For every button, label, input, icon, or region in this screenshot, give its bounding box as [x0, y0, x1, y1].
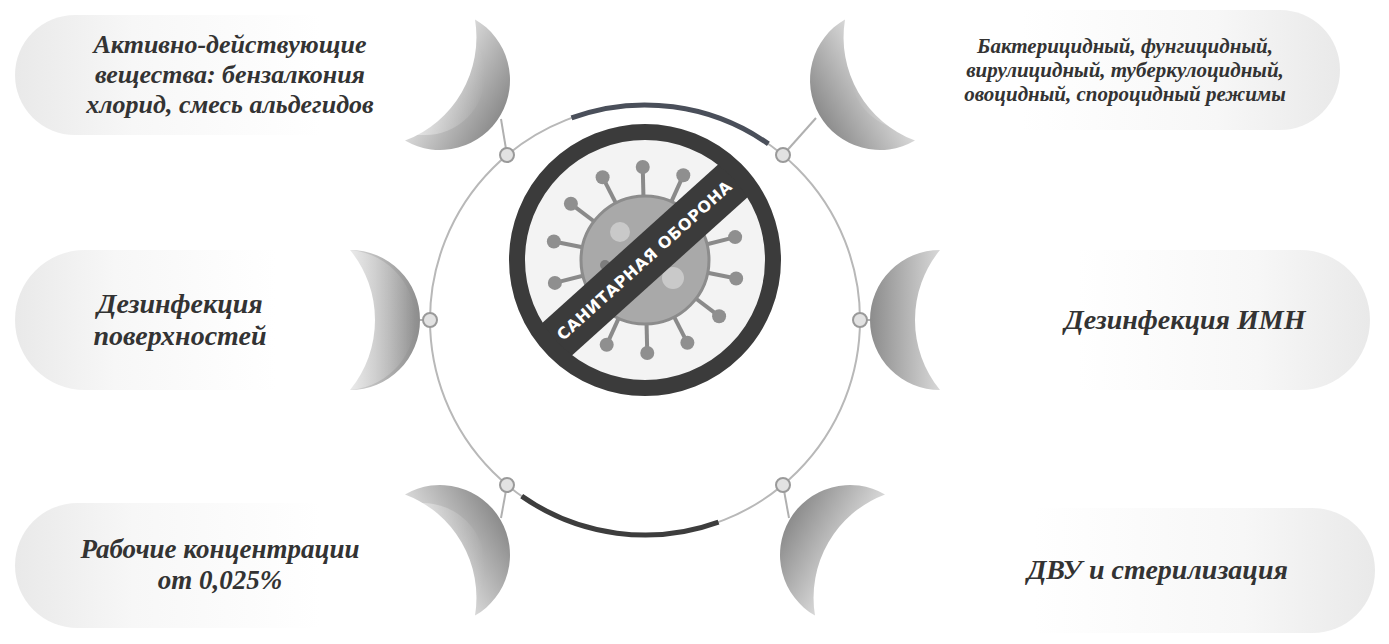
- text-holder: ДВУ и стерилизация: [1027, 554, 1288, 586]
- text-holder: Активно-действующие вещества: бензалкони…: [70, 30, 390, 120]
- feature-text: Бактерицидный, фунгицидный, вирулицидный…: [950, 34, 1300, 106]
- feature-text: ДВУ и стерилизация: [1027, 554, 1288, 586]
- feature-text: Дезинфекция поверхностей: [55, 288, 305, 352]
- feature-text: Активно-действующие вещества: бензалкони…: [70, 30, 390, 120]
- center-badge: САНИТАРНАЯ ОБОРОНА: [505, 120, 785, 400]
- feature-box: ДВУ и стерилизация: [850, 508, 1375, 633]
- text-holder: Дезинфекция ИМН: [1065, 304, 1306, 336]
- feature-text: Дезинфекция ИМН: [1065, 304, 1306, 336]
- feature-text: Рабочие концентрации от 0,025%: [65, 534, 375, 596]
- ring-dots: [423, 148, 867, 492]
- leader-lines: [420, 118, 870, 518]
- feature-box: Дезинфекция ИМН: [920, 250, 1370, 390]
- feature-box: Активно-действующие вещества: бензалкони…: [15, 15, 485, 135]
- feature-box: Дезинфекция поверхностей: [15, 250, 415, 390]
- text-holder: Рабочие концентрации от 0,025%: [65, 534, 375, 596]
- feature-box: Рабочие концентрации от 0,025%: [15, 503, 485, 628]
- text-holder: Дезинфекция поверхностей: [55, 288, 305, 352]
- ring-arc: [522, 496, 719, 535]
- text-holder: Бактерицидный, фунгицидный, вирулицидный…: [950, 34, 1300, 106]
- outer-ring: [430, 105, 860, 535]
- feature-box: Бактерицидный, фунгицидный, вирулицидный…: [850, 10, 1340, 130]
